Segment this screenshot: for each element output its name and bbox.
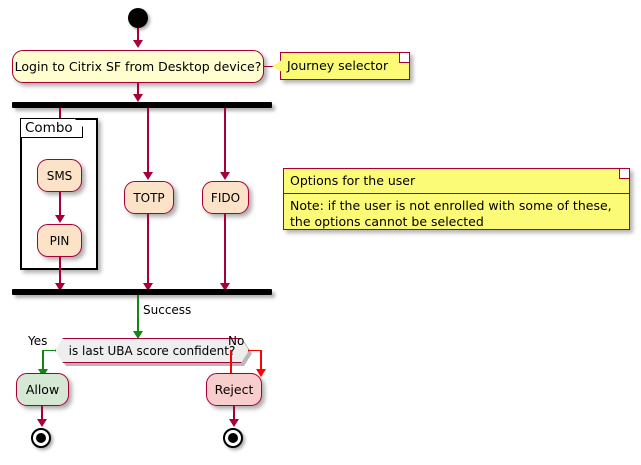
edge-pin-to-join	[59, 257, 61, 287]
edge-login-to-fork	[137, 83, 139, 95]
activity-totp[interactable]: TOTP	[124, 181, 174, 214]
arrowhead-pin-to-join	[55, 283, 65, 291]
edge-label-no: No	[228, 334, 245, 348]
edge-fork-to-totp	[147, 108, 149, 174]
edge-decision-yes-vertical	[42, 349, 44, 373]
arrowhead-allow-to-end	[37, 419, 47, 427]
activity-pin-label: PIN	[49, 233, 70, 248]
activity-reject[interactable]: Reject	[206, 373, 262, 406]
arrowhead-sms-to-pin	[55, 215, 65, 223]
arrowhead-decision-to-reject	[256, 369, 266, 377]
join-bar	[12, 289, 272, 295]
edge-totp-to-join	[147, 214, 149, 287]
activity-login-citrix[interactable]: Login to Citrix SF from Desktop device?	[12, 50, 264, 83]
edge-fido-to-join	[224, 214, 226, 287]
note-journey-selector-text: Journey selector	[287, 58, 389, 73]
activity-sms-label: SMS	[46, 168, 73, 183]
note-journey-selector: Journey selector	[280, 52, 410, 80]
group-combo-tab: Combo	[20, 118, 83, 138]
edge-decision-no-horizontal	[248, 349, 262, 352]
note-fold-icon-options	[619, 169, 629, 179]
note-options-body: Note: if the user is not enrolled with s…	[290, 198, 612, 229]
activity-sms[interactable]: SMS	[37, 159, 82, 192]
arrowhead-login-to-fork	[133, 94, 143, 102]
edge-fork-to-fido	[224, 108, 226, 174]
arrowhead-fork-to-totp	[143, 172, 153, 180]
edge-decision-yes-horizontal	[42, 349, 56, 352]
edge-allow-to-end	[41, 406, 43, 422]
arrowhead-fido-to-join	[220, 283, 230, 291]
group-combo	[20, 118, 98, 270]
group-combo-label: Combo	[25, 120, 73, 136]
end-node-reject	[223, 428, 243, 448]
edge-decision-no-vertical-hidden	[230, 349, 232, 373]
arrowhead-fork-to-fido	[220, 172, 230, 180]
edge-sms-to-pin	[59, 192, 61, 217]
start-node	[128, 8, 148, 28]
activity-login-citrix-label: Login to Citrix SF from Desktop device?	[14, 59, 262, 74]
activity-fido[interactable]: FIDO	[202, 181, 249, 214]
activity-reject-label: Reject	[214, 382, 254, 397]
edge-label-yes: Yes	[28, 334, 48, 348]
note-pointer-journey	[272, 60, 282, 72]
note-options-header: Options for the user	[284, 169, 629, 194]
note-options-for-user: Options for the user Note: if the user i…	[283, 168, 630, 230]
end-node-allow	[31, 428, 51, 448]
activity-allow-label: Allow	[25, 382, 60, 397]
arrowhead-start-to-login	[133, 40, 143, 48]
decision-uba-score[interactable]: is last UBA score confident?	[55, 338, 249, 363]
note-fold-icon	[399, 53, 409, 63]
decision-uba-score-label: is last UBA score confident?	[68, 343, 236, 358]
activity-totp-label: TOTP	[133, 190, 165, 205]
fork-bar	[12, 102, 272, 108]
activity-allow[interactable]: Allow	[16, 373, 69, 406]
arrowhead-totp-to-join	[143, 283, 153, 291]
edge-decision-no-vertical	[260, 349, 262, 373]
edge-reject-to-end	[233, 406, 235, 422]
arrowhead-reject-to-end	[229, 419, 239, 427]
edge-start-to-login	[137, 28, 139, 42]
activity-fido-label: FIDO	[210, 190, 241, 205]
activity-pin[interactable]: PIN	[37, 224, 82, 257]
edge-join-to-decision	[137, 295, 139, 333]
arrowhead-join-to-decision	[133, 331, 143, 339]
edge-label-success: Success	[143, 303, 192, 317]
